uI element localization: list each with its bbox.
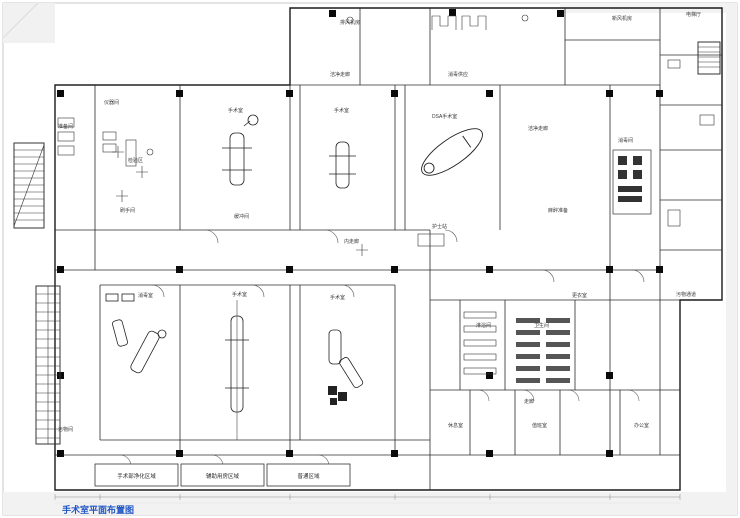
structural-columns	[57, 9, 663, 457]
misc-fixtures	[346, 14, 715, 247]
stair-lower-left	[35, 285, 61, 445]
room-label: 手术室	[228, 107, 243, 114]
room-label: 洁净走廊	[330, 71, 350, 78]
room-label: 消毒室	[138, 292, 153, 299]
room-label: 消毒间	[618, 137, 633, 144]
interior-walls	[55, 8, 722, 490]
dimension-line	[54, 494, 681, 500]
room-label: DSA手术室	[432, 113, 457, 120]
room-label: 电梯厅	[686, 11, 701, 18]
room-label: 手术室	[330, 294, 345, 301]
room-label: 刷手间	[120, 207, 135, 214]
angio-table	[421, 128, 483, 176]
room-label: 内走廊	[344, 238, 359, 245]
room-label: 消毒供应	[448, 71, 468, 78]
legend-box-label: 普通区域	[297, 472, 320, 480]
room-label: 更衣室	[572, 292, 587, 299]
room-label: 办公室	[634, 422, 649, 429]
room-label: 仪器间	[104, 99, 119, 106]
plan-title: 手术室平面布置图	[62, 504, 134, 515]
exterior-walls	[54, 7, 723, 491]
room-label: 污物通道	[676, 291, 696, 298]
lower-left-tables	[105, 293, 167, 374]
lower-right-room-equipment	[328, 329, 364, 405]
operating-table-1	[222, 114, 259, 186]
room-label: 卫生间	[534, 322, 549, 329]
room-label: 污物间	[58, 426, 73, 433]
room-label: 准备间	[58, 123, 73, 130]
room-label: 检验区	[128, 157, 143, 164]
stair-left	[13, 142, 45, 229]
room-label: 手术室	[232, 291, 247, 298]
room-label: 走廊	[524, 398, 534, 405]
stair-top-right	[697, 41, 721, 75]
room-label: 手术室	[334, 107, 349, 114]
room-labels: 洁净走廊 消毒供应 排风机房 新风机房 电梯厅 仪器间 准备间 检验区 手术室 …	[58, 11, 701, 433]
lab-fixtures	[57, 117, 368, 256]
room-label: 休息室	[448, 422, 463, 429]
room-label: 值班室	[532, 422, 547, 429]
room-label: 麻醉准备	[548, 207, 568, 214]
right-equipment-cluster	[612, 149, 652, 215]
fixture-rows	[463, 311, 570, 383]
room-label: 淋浴间	[476, 322, 491, 329]
room-label: 洁净走廊	[528, 125, 548, 132]
room-label: 护士站	[432, 223, 447, 230]
legend-box-label: 手术部净化区域	[117, 472, 156, 480]
room-label: 新风机房	[612, 15, 632, 22]
long-center-table	[225, 300, 249, 440]
legend-boxes	[94, 463, 351, 487]
operating-table-2	[329, 141, 356, 189]
room-label: 排风机房	[340, 19, 360, 26]
legend-box-label: 辅助用房区域	[206, 472, 240, 480]
room-label: 缓冲间	[234, 213, 249, 220]
